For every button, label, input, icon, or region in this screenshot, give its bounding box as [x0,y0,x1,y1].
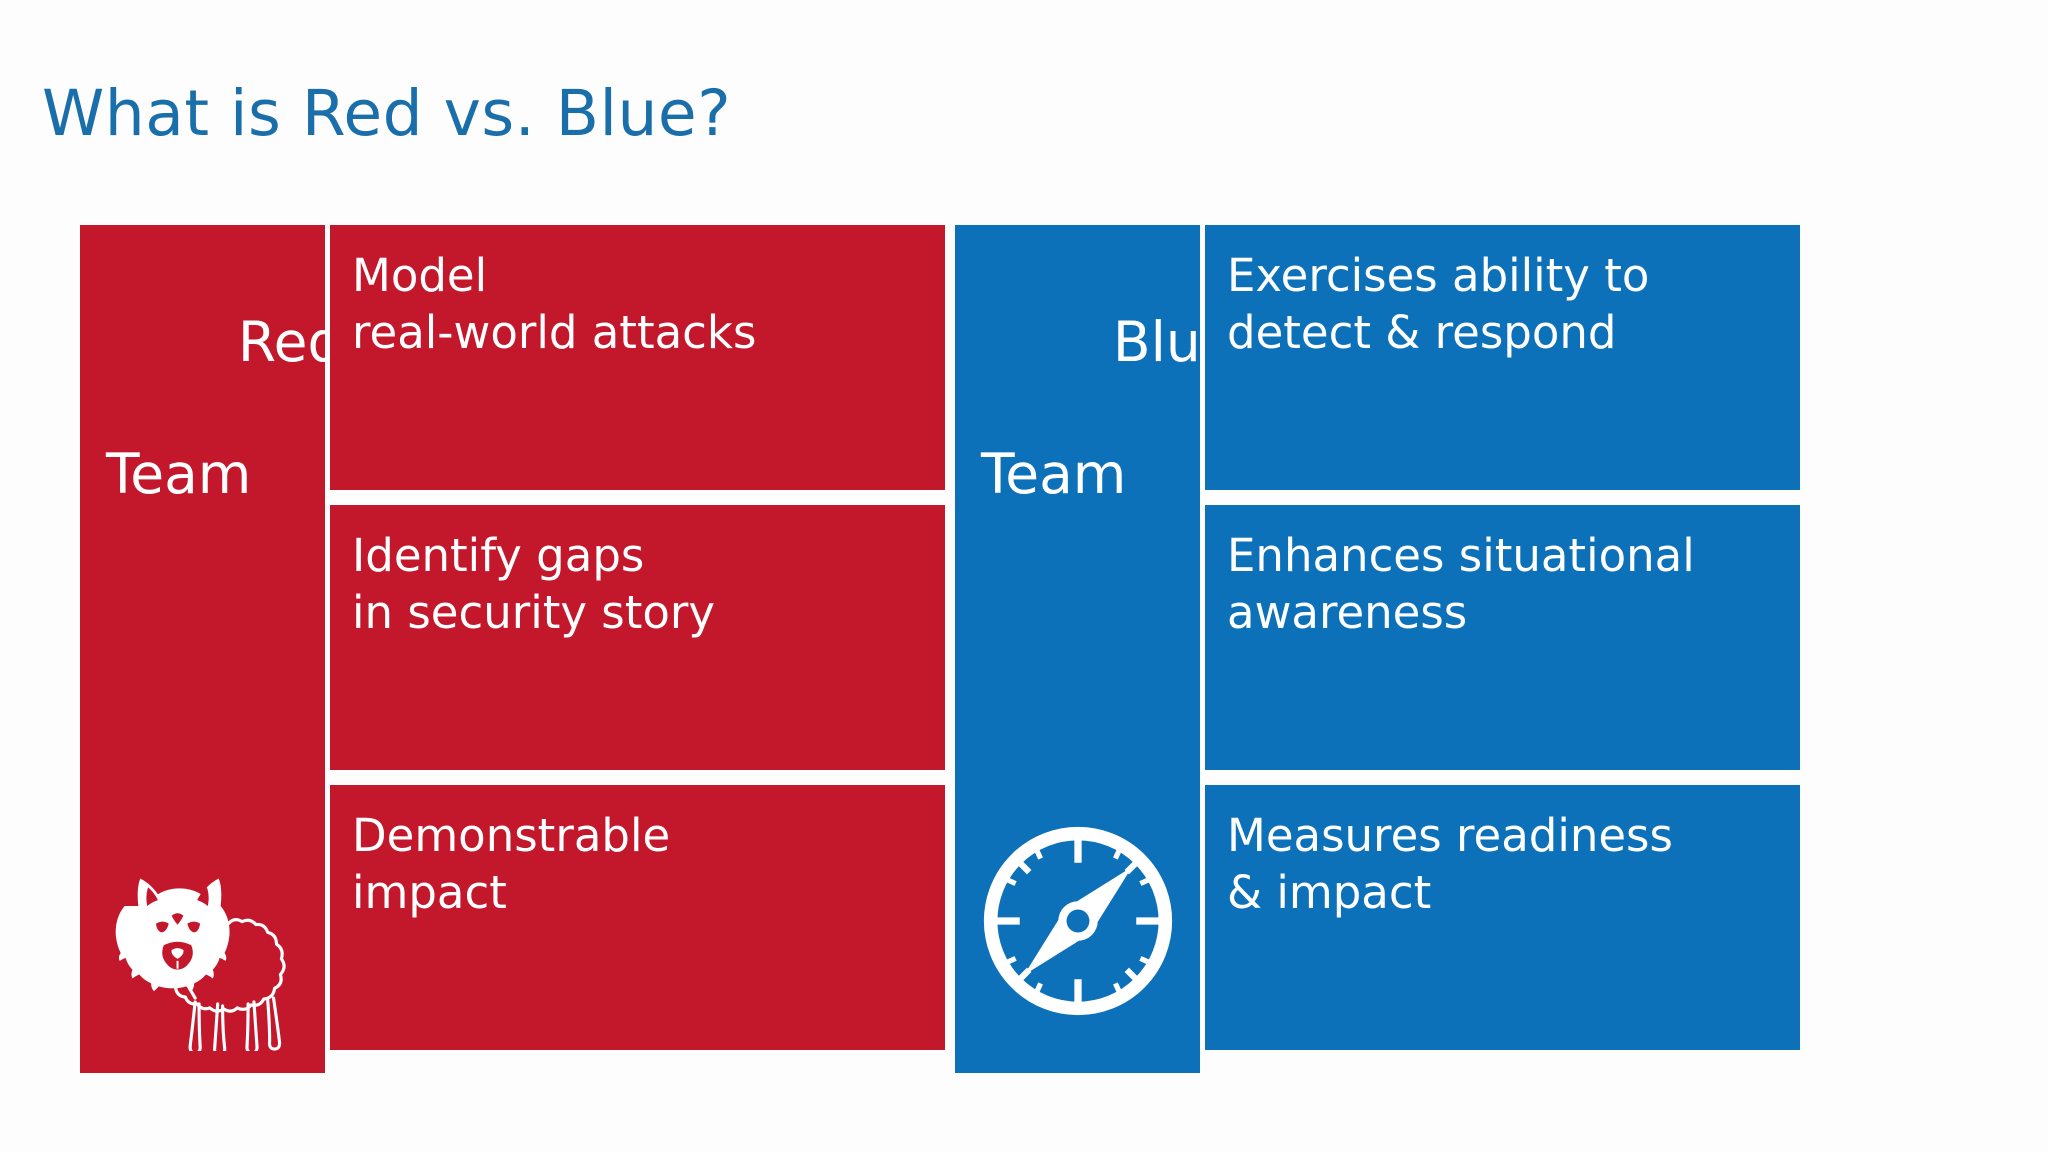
red-fact-3-line1: Demonstrable [352,809,671,862]
blue-fact-box-1: Exercises ability to detect & respond [1205,225,1800,490]
red-team-label-line2: Team [106,442,252,506]
red-fact-1-line2: real-world attacks [352,306,757,359]
red-team-label-column: Red Team [80,225,342,1073]
blue-fact-1-line2: detect & respond [1227,306,1617,359]
red-fact-1-line1: Model [352,249,488,302]
red-fact-3-line2: impact [352,866,507,919]
red-team-label-line1: Red [237,310,343,374]
blue-team-label-column: Blue Team [955,225,1235,1073]
red-fact-box-3: Demonstrable impact [330,785,945,1050]
red-team-label: Red Team [98,243,342,639]
page-title: What is Red vs. Blue? [42,77,732,151]
blue-fact-box-2: Enhances situational awareness [1205,505,1800,770]
blue-fact-3-line2: & impact [1227,866,1432,919]
blue-fact-2-line2: awareness [1227,586,1468,639]
blue-team-label: Blue Team [973,243,1235,639]
blue-fact-3-line1: Measures readiness [1227,809,1673,862]
blue-team-label-line2: Team [981,442,1127,506]
blue-fact-1-line1: Exercises ability to [1227,249,1650,302]
compass-icon [974,817,1182,1025]
wolf-in-sheeps-clothing-icon [105,855,301,1057]
blue-team-boxes: Exercises ability to detect & respond En… [1205,225,1800,1050]
red-fact-2-line2: in security story [352,586,716,639]
blue-fact-box-3: Measures readiness & impact [1205,785,1800,1050]
red-fact-box-2: Identify gaps in security story [330,505,945,770]
red-fact-box-1: Model real-world attacks [330,225,945,490]
red-team-boxes: Model real-world attacks Identify gaps i… [330,225,945,1050]
red-fact-2-line1: Identify gaps [352,529,645,582]
blue-fact-2-line1: Enhances situational [1227,529,1695,582]
